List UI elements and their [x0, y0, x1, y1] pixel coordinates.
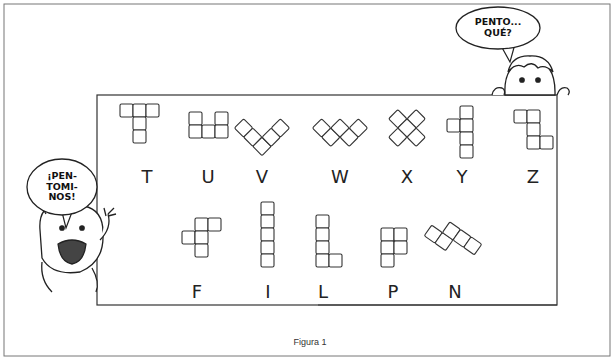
- pentomino-cell: [316, 241, 329, 254]
- pentomino-cell: [381, 254, 394, 267]
- pentomino-cell: [215, 112, 228, 125]
- bubble-text: PENTO... QUÉ?: [470, 17, 526, 39]
- pentomino-piece: [514, 110, 553, 149]
- pentomino-cell: [316, 215, 329, 228]
- pentomino-cell: [261, 241, 274, 254]
- pentomino-cell: [195, 218, 208, 231]
- pentomino-cell: [189, 125, 202, 138]
- pentomino-piece: [120, 104, 159, 143]
- pentomino-cell: [215, 125, 228, 138]
- pentomino-cell: [261, 202, 274, 215]
- pentomino-cell: [208, 218, 221, 231]
- pentomino-cell: [120, 104, 133, 117]
- pentomino-cell: [394, 241, 407, 254]
- pentomino-cell: [527, 123, 540, 136]
- pentomino-cell: [514, 110, 527, 123]
- pentomino-cell: [394, 228, 407, 241]
- pentomino-cell: [527, 136, 540, 149]
- pentomino-piece: [234, 100, 289, 155]
- pentomino-cell: [261, 254, 274, 267]
- pentomino-cell: [407, 128, 425, 146]
- bubble-text: ¡PEN- TOMI- NOS!: [42, 171, 82, 204]
- piece-letter: X: [401, 168, 413, 186]
- pentomino-cell: [133, 117, 146, 130]
- pentomino-cell: [316, 254, 329, 267]
- pentomino-cell: [195, 231, 208, 244]
- pentomino-piece: [261, 202, 274, 267]
- piece-letter: W: [331, 168, 349, 186]
- pentomino-cell: [261, 215, 274, 228]
- piece-letter: F: [192, 283, 202, 301]
- pentomino-cell: [540, 136, 553, 149]
- pentomino-cell: [460, 145, 473, 158]
- pentomino-cell: [133, 130, 146, 143]
- pentomino-cell: [261, 228, 274, 241]
- pentomino-piece: [312, 100, 367, 155]
- pentomino-cell: [447, 119, 460, 132]
- pentomino-cell: [349, 119, 367, 137]
- pentomino-cell: [464, 237, 482, 255]
- pentomino-piece: [189, 112, 228, 138]
- pentomino-piece: [182, 218, 221, 257]
- piece-letter: T: [142, 168, 153, 186]
- piece-letter: U: [201, 168, 214, 186]
- piece-letter: V: [256, 168, 268, 186]
- piece-letter: I: [265, 283, 270, 301]
- pentomino-cell: [389, 128, 407, 146]
- pentomino-cell: [182, 231, 195, 244]
- pentomino-cell: [460, 119, 473, 132]
- pentomino-cell: [202, 125, 215, 138]
- pentomino-cell: [316, 228, 329, 241]
- speech-bubble: PENTO... QUÉ?: [455, 6, 541, 50]
- pentomino-piece: [447, 106, 473, 158]
- piece-letter: P: [388, 283, 399, 301]
- pentomino-piece: [316, 215, 342, 267]
- pentomino-cell: [189, 112, 202, 125]
- piece-letter: N: [448, 283, 461, 301]
- piece-letter: Z: [527, 168, 539, 186]
- pentomino-cell: [381, 241, 394, 254]
- pentomino-cell: [329, 254, 342, 267]
- figure-caption: Figura 1: [293, 337, 326, 347]
- speech-bubble: ¡PEN- TOMI- NOS!: [26, 158, 98, 216]
- piece-letter: Y: [457, 168, 468, 186]
- pentomino-cell: [460, 106, 473, 119]
- pentomino-cell: [146, 104, 159, 117]
- pentomino-piece: [424, 214, 482, 265]
- pentomino-cell: [460, 132, 473, 145]
- pentomino-cell: [527, 110, 540, 123]
- piece-letter: L: [318, 283, 328, 301]
- pentomino-cell: [381, 228, 394, 241]
- pentomino-cell: [195, 244, 208, 257]
- pentomino-cell: [133, 104, 146, 117]
- pentomino-piece: [381, 228, 407, 267]
- pentomino-cell: [271, 119, 289, 137]
- pentomino-piece: [379, 100, 434, 155]
